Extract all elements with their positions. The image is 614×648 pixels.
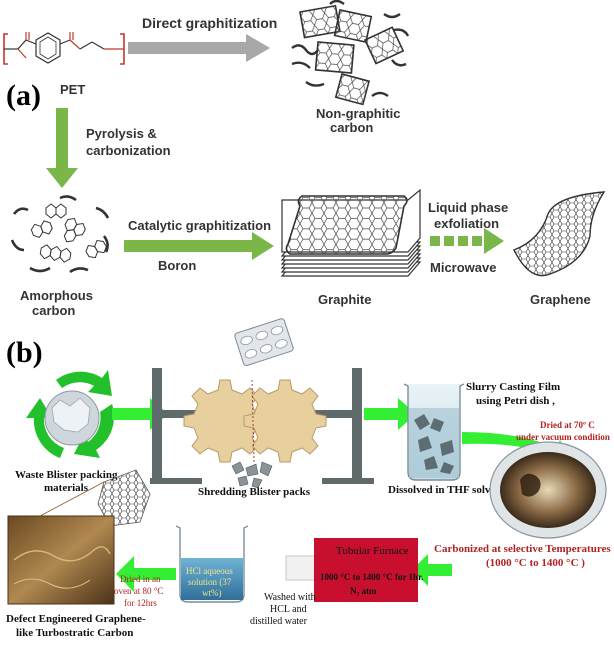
amorphous-label-2: carbon [32,303,75,318]
arrow-to-dish [462,432,572,464]
product-label-2: like Turbostratic Carbon [16,627,133,639]
slurry-label-1: Slurry Casting Film [466,381,560,393]
arrow-to-product [116,556,176,592]
petri-dish-icon [489,441,607,539]
direct-graphitization-arrow [128,34,270,62]
amorphous-label-1: Amorphous [20,288,93,303]
hcl-beaker-icon [175,525,249,603]
carbonized-label-1: Carbonized at selective Temperatures [434,543,611,555]
waste-label-2: materials [44,482,89,494]
microwave-label: Microwave [430,260,496,275]
dried80-label-2: oven at 80 °C [114,586,163,596]
graphene-label: Graphene [530,292,591,307]
washed-label-1: Washed with [264,592,316,603]
turbostratic-carbon-image [7,481,115,605]
thf-beaker-icon [403,383,465,481]
furnace-line-2: N₂ atm [350,586,377,596]
furnace-line-1: 1000 °C to 1400 °C for 1hr. [320,572,423,582]
dried70-label-2: under vacuum condition [516,432,610,442]
pet-structure-icon [3,32,125,65]
recycle-icon [26,370,115,458]
pyrolysis-label-1: Pyrolysis & [86,126,157,141]
shredder-machine [150,318,374,489]
graphite-label: Graphite [318,292,371,307]
furnace-title: Tubular Furnace [336,545,409,557]
panel-a-label: (a) [6,79,41,112]
hcl-label-1: HCl aqueous [186,566,233,576]
slurry-label-2: using Petri dish , [476,395,555,407]
washed-label-3: distilled water [250,616,308,627]
dried80-label-3: for 12hrs [124,598,157,608]
catalytic-label: Catalytic graphitization [128,218,271,233]
panel-b-label: (b) [6,336,43,369]
pet-label: PET [60,82,85,97]
panel-a: (a) PET Direct graphitization Non-graphi… [3,0,606,318]
non-graphitic-carbon-icon [291,0,410,106]
dried70-label-1: Dried at 70º C [540,420,595,430]
pyrolysis-arrow [46,108,78,188]
panel-b: (b) Waste Blister packing materials [6,318,611,639]
turbostratic-network-icon [97,469,151,527]
hcl-label-3: wt%) [202,588,222,598]
catalytic-graphitization-arrow [124,232,274,260]
boron-label: Boron [158,258,196,273]
tubular-furnace-icon [285,538,418,602]
graphene-icon [513,191,606,277]
pyrolysis-label-2: carbonization [86,143,171,158]
product-label-1: Defect Engineered Graphene- [6,613,146,625]
washed-label-2: HCL and [270,604,307,615]
dissolved-label: Dissolved in THF solvent [388,484,505,496]
exfoliation-arrow [430,228,504,254]
carbonized-label-2: (1000 °C to 1400 °C ) [486,557,585,569]
amorphous-carbon-icon [10,195,110,274]
shredder-gear-right [243,379,327,463]
non-graphitic-label-1: Non-graphitic [316,106,401,121]
dried80-label-1: Dried in an [120,574,161,584]
liquid-phase-label-2: exfoliation [434,216,499,231]
blister-pack-icon [234,318,294,367]
shredding-label: Shredding Blister packs [198,486,311,498]
hcl-label-2: solution (37 [188,577,232,587]
shredded-pieces-icon [231,461,273,489]
arrow-to-beaker [364,398,416,430]
non-graphitic-label-2: carbon [330,120,373,135]
arrow-to-furnace [412,554,452,586]
waste-label-1: Waste Blister packing [15,469,118,481]
graphite-icon [280,188,422,277]
direct-graphitization-label: Direct graphitization [142,15,277,31]
liquid-phase-label-1: Liquid phase [428,200,508,215]
